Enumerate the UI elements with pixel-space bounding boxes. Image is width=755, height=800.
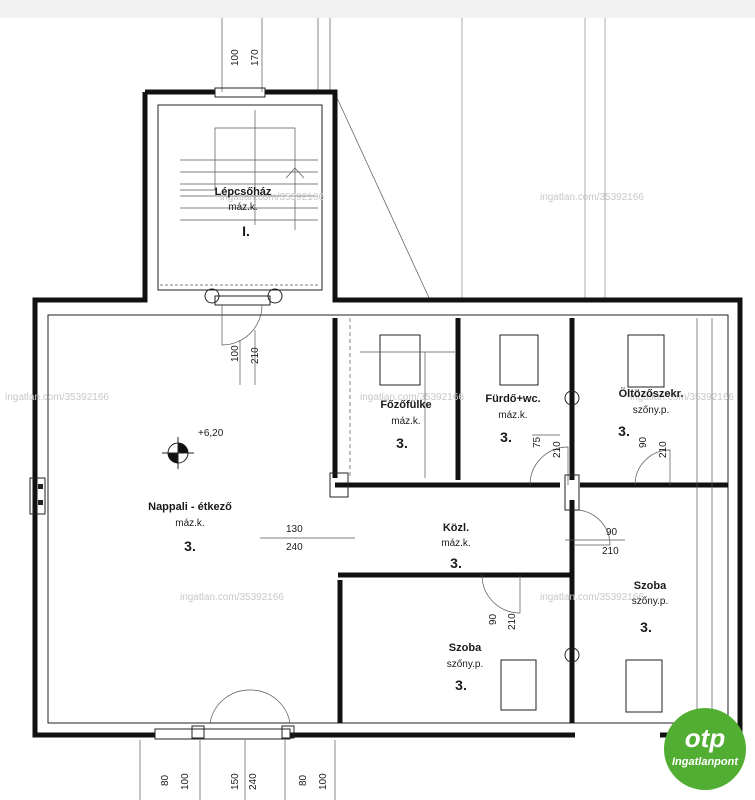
interior-walls: [332, 318, 728, 723]
svg-text:máz.k.: máz.k.: [175, 518, 204, 529]
room-label-nappali: Nappali - étkező máz.k. 3.: [148, 501, 232, 554]
otp-ingatlanpont-logo: otp Ingatlanpont: [664, 708, 746, 790]
svg-text:Szoba: Szoba: [634, 580, 667, 592]
dimension-lines: [139, 330, 625, 800]
svg-text:Nappali - étkező: Nappali - étkező: [148, 501, 232, 513]
level-marker: [162, 437, 194, 469]
room-label-lepcsohaz: Lépcsőház máz.k. I.: [215, 186, 272, 239]
watermark: ingatlan.com/35392166: [540, 192, 644, 203]
dim-bottom-4: 240: [248, 773, 259, 790]
dim-bath-door-1: 75: [532, 436, 543, 448]
svg-text:3.: 3.: [396, 435, 408, 451]
otp-logo-name: Ingatlanpont: [672, 756, 738, 768]
dim-stair-door-1: 100: [230, 49, 241, 66]
kitchen-counter: [360, 334, 455, 478]
dim-szoba-right-door-2: 210: [602, 546, 619, 557]
dim-closet-door-1: 90: [638, 436, 649, 448]
room-label-oltozoszekr: Öltözőszekr. szőny.p. 3.: [618, 387, 683, 439]
dim-closet-door-2: 210: [658, 441, 669, 458]
svg-text:3.: 3.: [184, 538, 196, 554]
dim-opening-2: 240: [286, 542, 303, 553]
svg-text:máz.k.: máz.k.: [228, 202, 257, 213]
svg-text:3.: 3.: [618, 423, 630, 439]
svg-text:Lépcsőház: Lépcsőház: [215, 186, 272, 198]
svg-text:máz.k.: máz.k.: [441, 538, 470, 549]
svg-text:szőny.p.: szőny.p.: [633, 405, 670, 416]
svg-text:3.: 3.: [455, 677, 467, 693]
dim-bottom-2: 100: [180, 773, 191, 790]
svg-text:Közl.: Közl.: [443, 522, 469, 534]
room-label-furdo: Fürdő+wc. máz.k. 3.: [485, 393, 540, 445]
svg-text:Fürdő+wc.: Fürdő+wc.: [485, 393, 540, 405]
dim-bath-door-2: 210: [552, 441, 563, 458]
top-strip: [0, 0, 755, 18]
watermark: ingatlan.com/35392166: [220, 192, 324, 203]
svg-text:I.: I.: [242, 223, 250, 239]
watermark: ingatlan.com/35392166: [180, 592, 284, 603]
watermark: ingatlan.com/35392166: [360, 392, 464, 403]
dim-szoba-left-door-2: 210: [507, 613, 518, 630]
room-label-fozofulke: Főzőfülke máz.k. 3.: [380, 399, 431, 451]
svg-text:3.: 3.: [450, 555, 462, 571]
room-label-szoba-right: Szoba szőny.p. 3.: [632, 580, 669, 635]
dim-stair-door-2: 170: [250, 49, 261, 66]
dim-bottom-5: 80: [298, 774, 309, 786]
shaft-lines: [221, 18, 606, 301]
dim-entry-door-1: 100: [230, 345, 241, 362]
dim-opening-1: 130: [286, 524, 303, 535]
dim-szoba-right-door-1: 90: [606, 527, 618, 538]
dim-bottom-6: 100: [318, 773, 329, 790]
watermark: ingatlan.com/35392166: [540, 592, 644, 603]
watermark: ingatlan.com/35392166: [630, 392, 734, 403]
svg-text:Szoba: Szoba: [449, 642, 482, 654]
svg-text:szőny.p.: szőny.p.: [632, 596, 669, 607]
svg-text:szőny.p.: szőny.p.: [447, 659, 484, 670]
svg-text:máz.k.: máz.k.: [498, 410, 527, 421]
watermark: ingatlan.com/35392166: [5, 392, 109, 403]
fixtures: [499, 334, 665, 713]
doors: [29, 87, 671, 740]
svg-text:Öltözőszekr.: Öltözőszekr.: [619, 387, 684, 400]
dim-bottom-3: 150: [230, 773, 241, 790]
otp-logo-mark: otp: [684, 723, 726, 753]
svg-text:máz.k.: máz.k.: [391, 416, 420, 427]
svg-text:3.: 3.: [500, 429, 512, 445]
level-mark-label: +6,20: [198, 428, 224, 439]
dim-entry-door-2: 210: [250, 347, 261, 364]
room-label-kozl: Közl. máz.k. 3.: [441, 522, 470, 571]
dim-bottom-1: 80: [160, 774, 171, 786]
room-label-szoba-left: Szoba szőny.p. 3.: [447, 642, 484, 693]
svg-text:Főzőfülke: Főzőfülke: [380, 399, 431, 411]
stair: [160, 110, 320, 286]
dim-szoba-left-door-1: 90: [488, 613, 499, 625]
svg-text:3.: 3.: [640, 619, 652, 635]
